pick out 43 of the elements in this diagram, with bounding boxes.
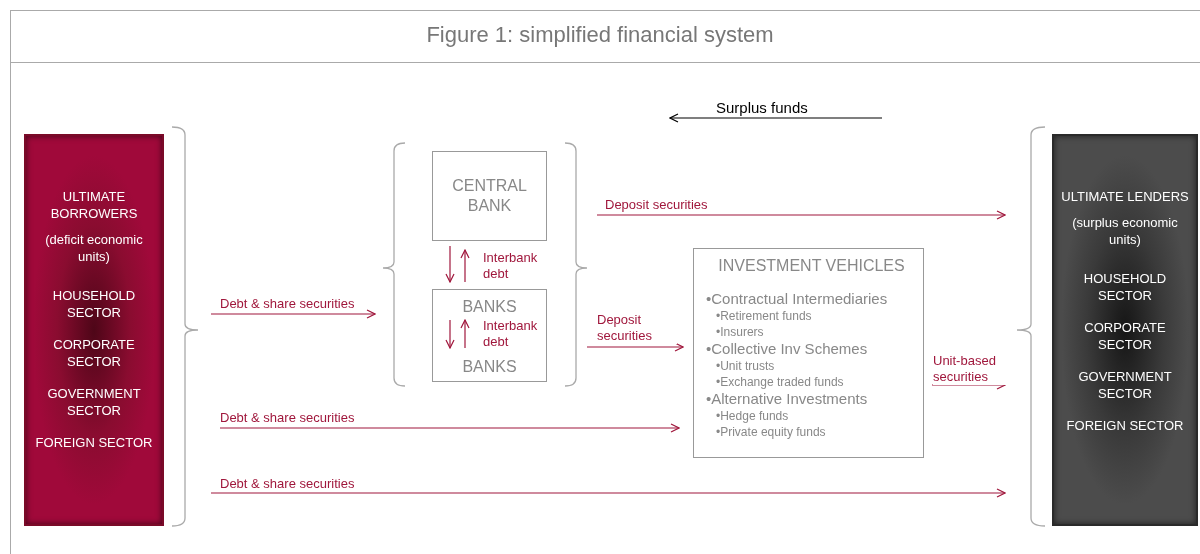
sector-name: CORPORATE SECTOR — [1083, 319, 1167, 353]
arrow — [445, 319, 455, 349]
arrow — [460, 319, 470, 349]
arrow — [210, 488, 1006, 498]
panel-heading: ULTIMATE LENDERS — [1060, 188, 1190, 205]
arrow — [445, 245, 455, 283]
box-heading: CENTRAL BANK — [451, 176, 528, 216]
panel-subtitle: (surplus economic units) — [1071, 214, 1179, 248]
arrow — [586, 342, 684, 352]
sector-name: GOVERNMENT SECTOR — [1077, 368, 1173, 402]
sector-name: HOUSEHOLD SECTOR — [51, 287, 137, 321]
edge-label: Deposit securities — [597, 312, 677, 344]
panel-subtitle: (deficit economic units) — [44, 231, 144, 265]
box-heading: INVESTMENT VEHICLES — [717, 256, 906, 276]
arrow — [210, 309, 376, 319]
arrow — [460, 249, 470, 283]
list-item: •Collective Inv Schemes — [706, 340, 869, 358]
figure-title: Figure 1: simplified financial system — [425, 22, 775, 48]
arrow — [219, 423, 680, 433]
arrow — [596, 210, 1006, 220]
institution-box — [693, 248, 924, 458]
institution-box — [432, 151, 547, 241]
institution-box — [432, 289, 547, 382]
box-heading: BANKS — [461, 357, 518, 377]
sector-panel — [24, 134, 164, 526]
sector-name: GOVERNMENT SECTOR — [46, 385, 142, 419]
sector-name: FOREIGN SECTOR — [34, 434, 154, 451]
flow-note: Surplus funds — [716, 99, 808, 116]
sector-panel — [1052, 134, 1198, 526]
list-item: •Unit trusts — [715, 358, 776, 374]
sector-name: FOREIGN SECTOR — [1065, 417, 1185, 434]
list-item: •Retirement funds — [715, 308, 813, 324]
list-item: •Alternative Investments — [706, 390, 869, 408]
list-item: •Hedge funds — [715, 408, 790, 424]
list-item: •Insurers — [715, 324, 765, 340]
list-item: •Contractual Intermediaries — [706, 290, 889, 308]
list-item: •Private equity funds — [715, 424, 827, 440]
edge-label: Deposit securities — [605, 197, 708, 213]
panel-heading: ULTIMATE BORROWERS — [49, 188, 139, 222]
box-heading: BANKS — [461, 297, 518, 317]
list-item: •Exchange traded funds — [715, 374, 845, 390]
sector-name: HOUSEHOLD SECTOR — [1082, 270, 1168, 304]
sector-name: CORPORATE SECTOR — [52, 336, 136, 370]
